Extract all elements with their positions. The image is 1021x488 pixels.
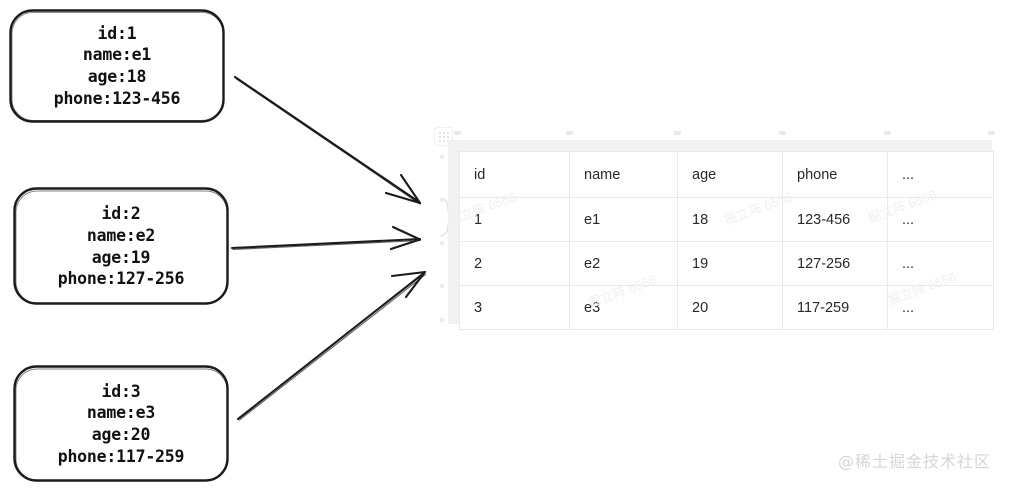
column-resize-tick[interactable] [566, 131, 573, 135]
cell-more[interactable]: ... [887, 285, 994, 330]
column-resize-tick[interactable] [779, 131, 786, 135]
arrow-entity-1-to-table [233, 75, 422, 205]
entity-box-2[interactable]: id:2 name:e2 age:19 phone:127-256 [12, 186, 230, 307]
entity-box-1-text: id:1 name:e1 age:18 phone:123-456 [53, 23, 181, 108]
data-table[interactable]: id name age phone ... 1 e1 18 123-456 ..… [459, 151, 994, 330]
cell-name[interactable]: e1 [569, 197, 678, 242]
table-row[interactable]: 2 e2 19 127-256 ... [459, 241, 994, 286]
entity-box-1[interactable]: id:1 name:e1 age:18 phone:123-456 [8, 8, 226, 124]
cell-more[interactable]: ... [887, 197, 994, 242]
row-resize-tick[interactable] [440, 198, 444, 202]
arrow-entity-3-to-table [236, 270, 427, 421]
column-header-id[interactable]: id [459, 151, 570, 198]
cell-id[interactable]: 1 [459, 197, 570, 242]
table-row[interactable]: 3 e3 20 117-259 ... [459, 285, 994, 330]
column-header-name[interactable]: name [569, 151, 678, 198]
column-header-phone[interactable]: phone [782, 151, 888, 198]
entity-box-3[interactable]: id:3 name:e3 age:20 phone:117-259 [12, 364, 230, 484]
table-header-row: id name age phone ... [459, 151, 994, 198]
cell-name[interactable]: e2 [569, 241, 678, 286]
cell-more[interactable]: ... [887, 241, 994, 286]
cell-phone[interactable]: 127-256 [782, 241, 888, 286]
row-resize-tick[interactable] [440, 241, 444, 245]
table-row[interactable]: 1 e1 18 123-456 ... [459, 197, 994, 242]
column-resize-tick[interactable] [988, 131, 995, 135]
table-column-header-bar[interactable] [449, 141, 991, 151]
entity-box-2-text: id:2 name:e2 age:19 phone:127-256 [57, 204, 185, 289]
column-header-age[interactable]: age [677, 151, 783, 198]
entity-box-3-text: id:3 name:e3 age:20 phone:117-259 [57, 381, 185, 466]
cell-age[interactable]: 18 [677, 197, 783, 242]
cell-age[interactable]: 19 [677, 241, 783, 286]
data-table-widget[interactable]: id name age phone ... 1 e1 18 123-456 ..… [448, 140, 994, 330]
cell-name[interactable]: e3 [569, 285, 678, 330]
cell-phone[interactable]: 123-456 [782, 197, 888, 242]
row-resize-tick[interactable] [440, 155, 444, 159]
column-resize-tick[interactable] [674, 131, 681, 135]
cell-age[interactable]: 20 [677, 285, 783, 330]
cell-phone[interactable]: 117-259 [782, 285, 888, 330]
column-header-more[interactable]: ... [887, 151, 994, 198]
arrow-entity-2-to-table [230, 225, 422, 251]
cell-id[interactable]: 3 [459, 285, 570, 330]
table-row-header-bar[interactable] [449, 151, 459, 323]
row-resize-tick[interactable] [440, 318, 444, 322]
brand-watermark: @稀土掘金技术社区 [838, 452, 992, 471]
column-resize-tick[interactable] [884, 131, 891, 135]
cell-id[interactable]: 2 [459, 241, 570, 286]
column-resize-tick[interactable] [454, 131, 461, 135]
row-resize-tick[interactable] [440, 284, 444, 288]
